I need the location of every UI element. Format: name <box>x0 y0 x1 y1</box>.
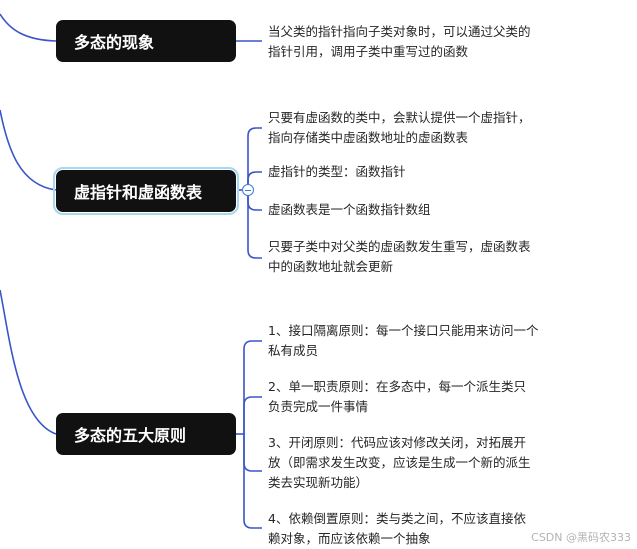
connector-detail-2-4 <box>247 190 262 259</box>
detail-text: 3、开闭原则：代码应该对修改关闭，对拓展开 放（即需求发生改变，应该是生成一个新… <box>268 435 531 490</box>
detail-text: 只要有虚函数的类中，会默认提供一个虚指针， 指向存储类中虚函数地址的虚函数表 <box>268 110 531 145</box>
detail-text: 当父类的指针指向子类对象时，可以通过父类的 指针引用，调用子类中重写过的函数 <box>268 24 531 59</box>
detail-text: 2、单一职责原则：在多态中，每一个派生类只 负责完成一件事情 <box>268 379 526 414</box>
detail-text: 只要子类中对父类的虚函数发生重写，虚函数表 中的函数地址就会更新 <box>268 239 531 274</box>
detail-text: 1、接口隔离原则：每一个接口只能用来访问一个 私有成员 <box>268 323 539 358</box>
detail-text: 虚函数表是一个函数指针数组 <box>268 202 431 217</box>
connector-detail-3-4 <box>243 434 262 529</box>
connector-detail-3-3 <box>243 434 262 472</box>
node-title: 虚指针和虚函数表 <box>74 183 203 202</box>
watermark: CSDN @黑码农333 <box>531 531 631 544</box>
connector-detail-3-2 <box>243 396 262 434</box>
node-five-principles[interactable]: 多态的五大原则 <box>56 413 236 455</box>
connector-node-2 <box>0 109 57 191</box>
connector-node-3 <box>0 289 57 435</box>
node-title: 多态的五大原则 <box>74 426 187 445</box>
connector-detail-3-1 <box>243 340 262 434</box>
node-polymorphism-phenomenon[interactable]: 多态的现象 <box>56 20 236 62</box>
detail-text: 4、依赖倒置原则：类与类之间，不应该直接依 赖对象，而应该依赖一个抽象 <box>268 511 526 546</box>
connector-detail-2-1 <box>247 127 262 190</box>
detail-text: 虚指针的类型：函数指针 <box>268 164 406 179</box>
collapse-toggle-icon[interactable] <box>242 184 254 196</box>
node-title: 多态的现象 <box>74 33 155 52</box>
node-vptr-vtable[interactable]: 虚指针和虚函数表 <box>53 167 239 215</box>
connector-node-1 <box>0 13 57 42</box>
connector-detail-2-2 <box>247 171 262 190</box>
